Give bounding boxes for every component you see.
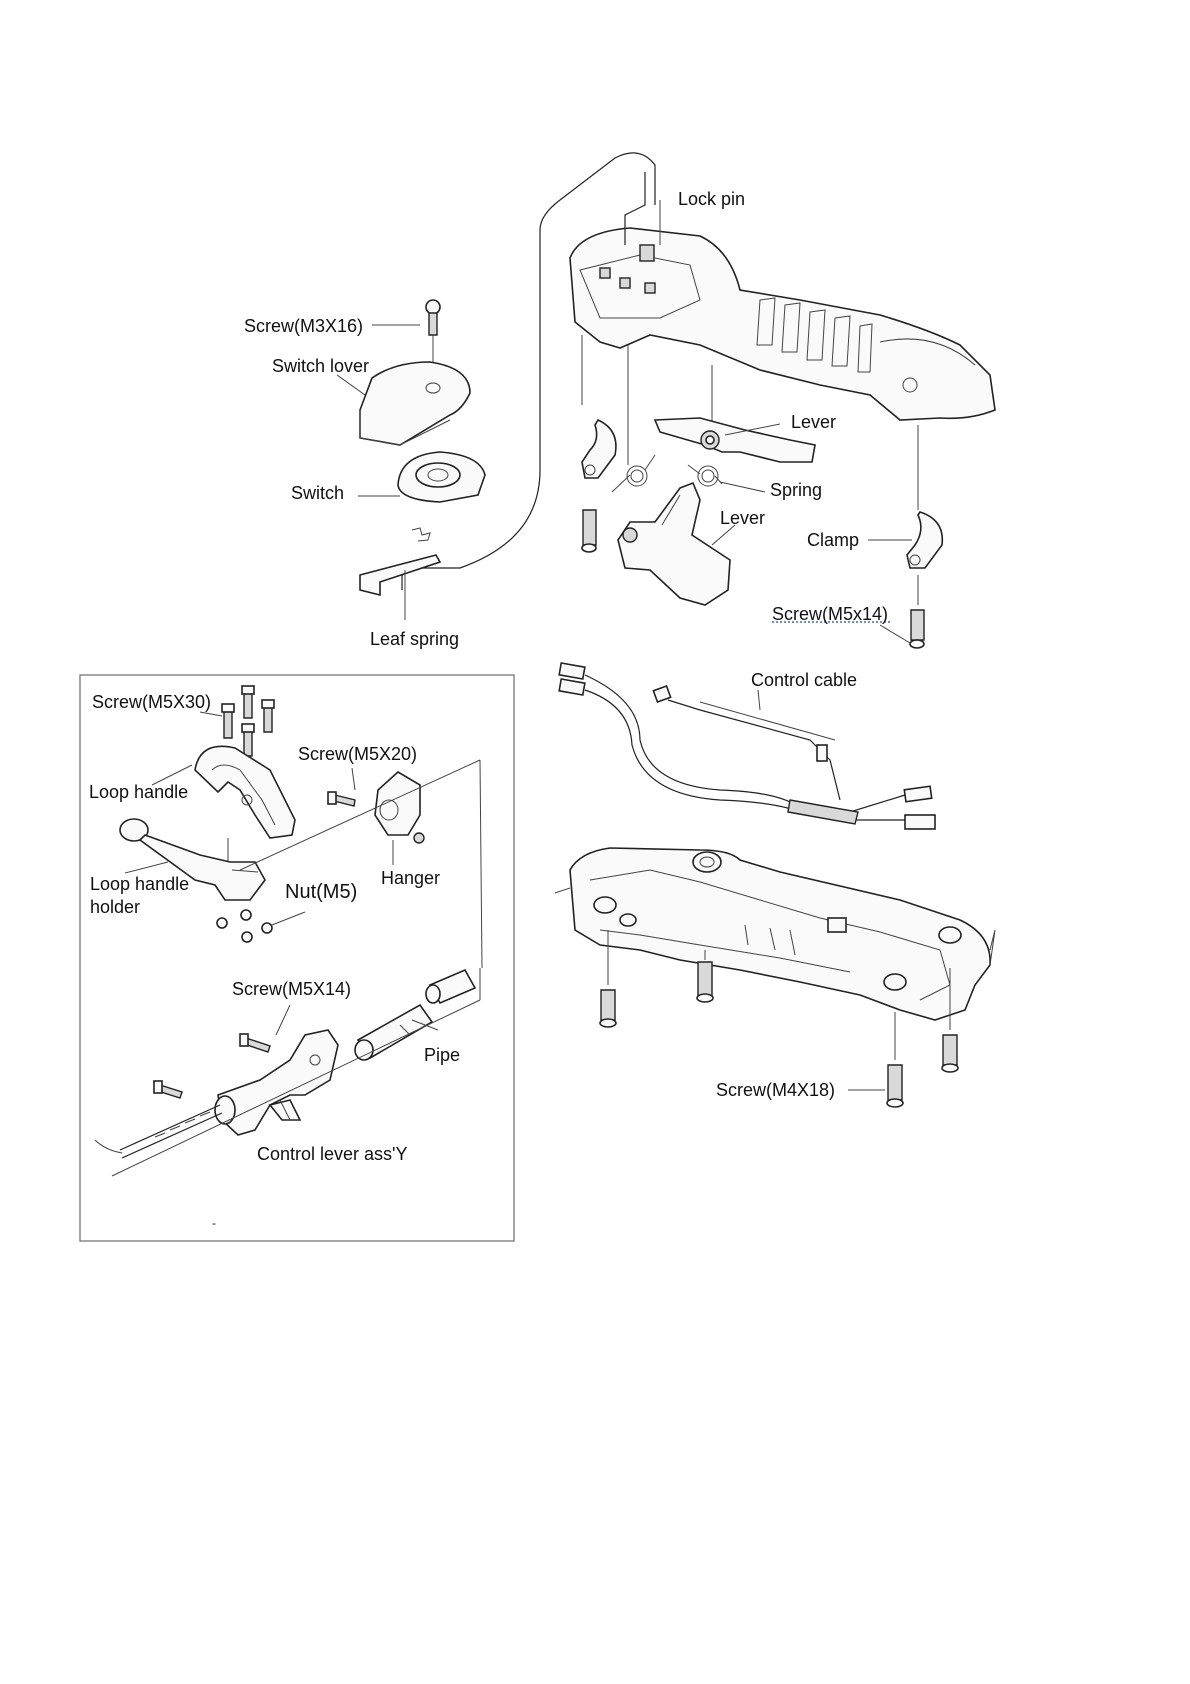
spring-parts	[612, 345, 722, 492]
label-pipe: Pipe	[424, 1045, 460, 1065]
lower-handle-housing	[555, 848, 995, 1020]
loop-handle-assembly	[120, 686, 305, 942]
label-spring: Spring	[770, 480, 822, 500]
label-control-cable: Control cable	[751, 670, 857, 690]
label-loop-handle-holder-line2: holder	[90, 897, 140, 917]
stray-mark: -	[212, 1216, 216, 1230]
clamp-left-part	[582, 335, 616, 552]
label-clamp: Clamp	[807, 530, 859, 550]
label-lever-lower: Lever	[720, 508, 765, 528]
label-nut-m5: Nut(M5)	[285, 881, 357, 903]
label-screw-m4x18: Screw(M4X18)	[716, 1080, 835, 1100]
label-hanger: Hanger	[381, 868, 440, 888]
label-screw-m3x16: Screw(M3X16)	[244, 316, 363, 336]
control-cable-part	[559, 663, 935, 829]
upper-handle-housing	[570, 228, 995, 420]
label-screw-m5x30: Screw(M5X30)	[92, 692, 211, 712]
label-loop-handle: Loop handle	[89, 782, 188, 802]
label-lever-upper: Lever	[791, 412, 836, 432]
label-switch: Switch	[291, 483, 344, 503]
label-screw-m5x14-inset: Screw(M5X14)	[232, 979, 351, 999]
label-switch-lover: Switch lover	[272, 356, 369, 376]
label-leaf-spring: Leaf spring	[370, 629, 459, 649]
switch-assembly	[337, 300, 485, 620]
label-loop-handle-holder-line1: Loop handle	[90, 874, 189, 894]
label-control-lever-assy: Control lever ass'Y	[257, 1144, 408, 1164]
label-screw-m5x14-top: Screw(M5x14)	[772, 604, 888, 624]
label-lock-pin: Lock pin	[678, 189, 745, 209]
label-screw-m5x20: Screw(M5X20)	[298, 744, 417, 764]
